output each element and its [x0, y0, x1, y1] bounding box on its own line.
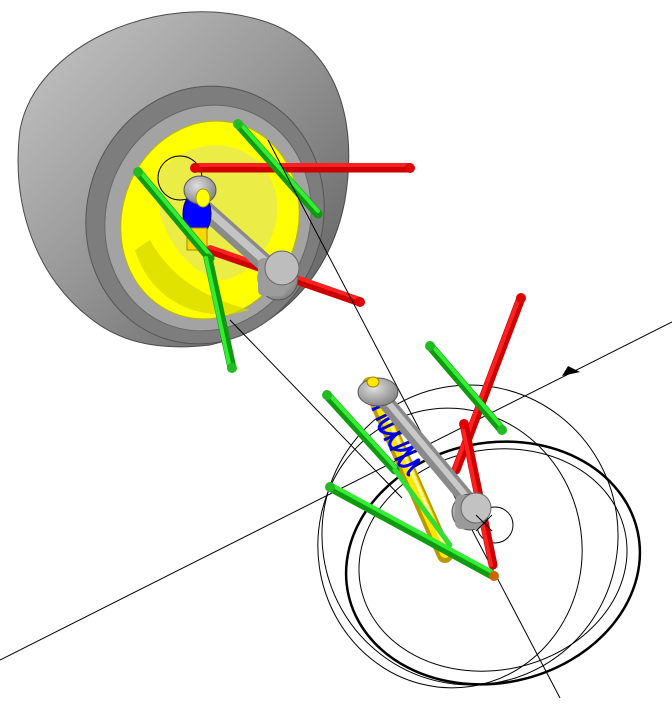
hub-center-marker: [475, 514, 493, 532]
direction-arrow-icon: [562, 366, 580, 376]
lower-wheel-hub[interactable]: [451, 492, 492, 531]
wheel-hub[interactable]: [257, 250, 300, 301]
upper-red-link[interactable]: [190, 163, 415, 173]
steering-axis-line: [267, 139, 561, 699]
wireframe-wheel[interactable]: [300, 366, 663, 708]
green-lower-link-a[interactable]: [322, 390, 400, 475]
rim-shadow: [135, 240, 250, 315]
solid-wheel-assembly[interactable]: [17, 11, 415, 375]
wire-tire-inner-far: [317, 407, 583, 689]
green-upper-wishbone[interactable]: [425, 341, 507, 435]
lower-steer-link: [392, 467, 453, 548]
suspension-corner-assembly[interactable]: [322, 293, 526, 581]
green-link-lower-b[interactable]: [203, 253, 237, 373]
kingpin-line-a: [229, 319, 403, 499]
green-link-upper[interactable]: [233, 119, 323, 219]
green-link-lower-a[interactable]: [133, 167, 215, 263]
green-lower-link-b[interactable]: [325, 482, 499, 581]
